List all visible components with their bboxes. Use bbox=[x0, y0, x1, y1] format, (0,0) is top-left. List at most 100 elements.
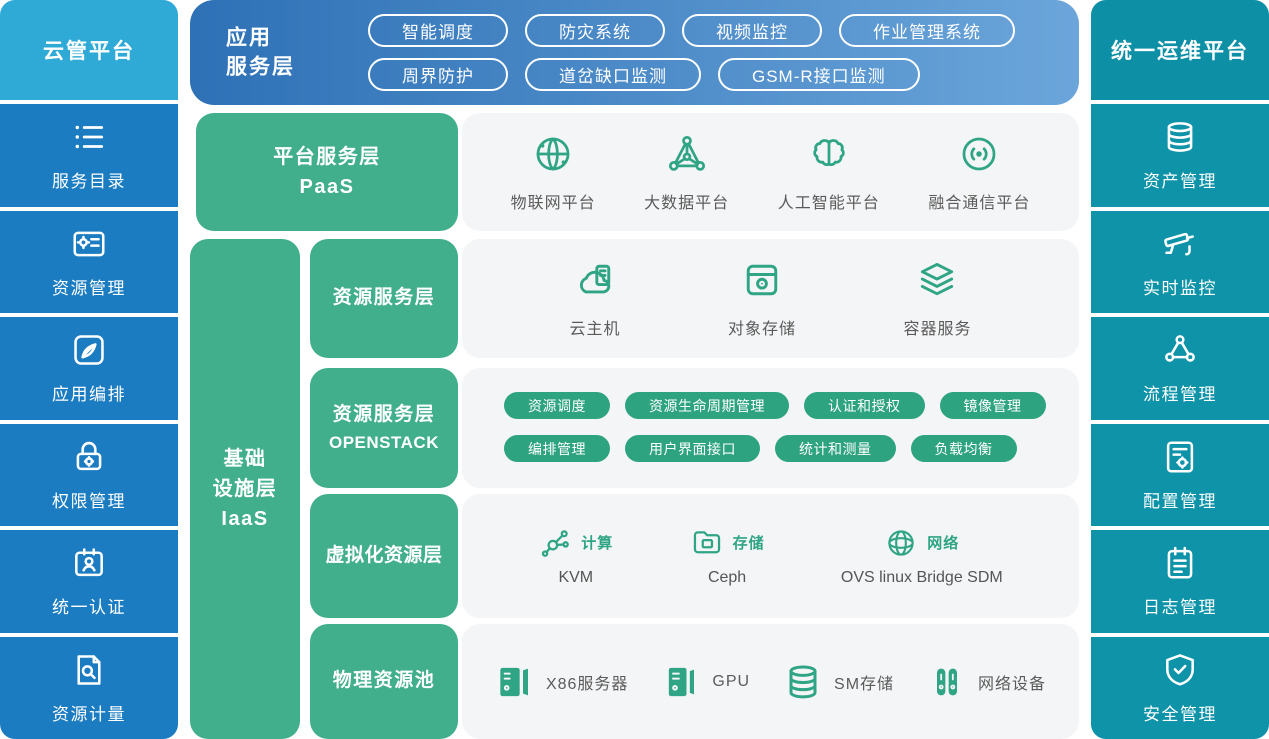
rs-item-label: 云主机 bbox=[569, 321, 621, 338]
pill-video-surveillance: 视频监控 bbox=[682, 14, 822, 47]
catalog-list-icon bbox=[70, 118, 108, 156]
sidebar-item-label: 资产管理 bbox=[1143, 172, 1217, 192]
phys-item-label: 网络设备 bbox=[977, 675, 1046, 693]
physical-panel: X86服务器 GPU SM存储 网络设备 bbox=[462, 624, 1079, 739]
sidebar-item-app-orchestration: 应用编排 bbox=[0, 317, 178, 420]
compute-molecule-icon bbox=[538, 526, 572, 560]
asset-database-icon bbox=[1161, 118, 1199, 156]
container-layers-icon bbox=[915, 258, 959, 302]
virt-item-ovs: 网络 OVS linux Bridge SDM bbox=[841, 526, 1003, 587]
log-notebook-icon bbox=[1161, 544, 1199, 582]
iaas-title-line1: 基础 bbox=[223, 448, 267, 470]
virt-tag-compute: 计算 bbox=[581, 535, 614, 552]
sidebar-item-unified-auth: 统一认证 bbox=[0, 530, 178, 633]
object-storage-icon bbox=[740, 258, 784, 302]
sidebar-item-label: 流程管理 bbox=[1143, 385, 1217, 405]
iot-globe-icon bbox=[531, 132, 575, 176]
openstack-title-line1: 资源服务层 bbox=[332, 404, 436, 425]
sidebar-item-label: 应用编排 bbox=[52, 385, 126, 405]
id-card-icon bbox=[70, 544, 108, 582]
paas-title-line1: 平台服务层 bbox=[273, 146, 381, 168]
pill-perimeter-protection: 周界防护 bbox=[368, 58, 508, 91]
sidebar-item-asset-management: 资产管理 bbox=[1091, 104, 1269, 207]
sidebar-item-label: 服务目录 bbox=[52, 172, 126, 192]
sidebar-item-label: 实时监控 bbox=[1143, 278, 1217, 298]
rs-item-object-storage: 对象存储 bbox=[728, 258, 796, 339]
paas-item-label: 人工智能平台 bbox=[777, 194, 880, 212]
paas-item-communication: 融合通信平台 bbox=[928, 132, 1030, 213]
virt-name-kvm: KVM bbox=[558, 568, 594, 586]
rs-item-label: 容器服务 bbox=[903, 321, 972, 338]
phys-item-label: GPU bbox=[712, 672, 751, 690]
sidebar-item-security-management: 安全管理 bbox=[1091, 636, 1269, 739]
app-layer-title: 应用 服务层 bbox=[226, 23, 295, 82]
bigdata-nodes-icon bbox=[665, 132, 709, 176]
x86-server-icon bbox=[495, 662, 535, 702]
sidebar-item-label: 安全管理 bbox=[1143, 704, 1217, 724]
network-device-icon bbox=[927, 662, 967, 702]
iaas-title-line3: IaaS bbox=[221, 508, 269, 530]
config-doc-gear-icon bbox=[1161, 438, 1199, 476]
resource-management-icon bbox=[70, 225, 108, 263]
openstack-pill-row-2: 编排管理 用户界面接口 统计和测量 负载均衡 bbox=[504, 435, 1017, 462]
iaas-title-line2: 设施层 bbox=[212, 478, 278, 500]
os-pill-resource-scheduling: 资源调度 bbox=[504, 392, 610, 419]
gpu-icon bbox=[661, 662, 701, 702]
sidebar-item-realtime-monitoring: 实时监控 bbox=[1091, 210, 1269, 313]
pill-switch-gap-monitoring: 道岔缺口监测 bbox=[525, 58, 701, 91]
rs-item-cloud-host: 云主机 bbox=[569, 258, 620, 339]
openstack-title-line2: OPENSTACK bbox=[329, 432, 439, 452]
resource-service-panel: 云主机 对象存储 容器服务 bbox=[462, 239, 1079, 358]
app-pill-row-1: 智能调度 防灾系统 视频监控 作业管理系统 bbox=[368, 14, 1015, 47]
sidebar-item-log-management: 日志管理 bbox=[1091, 530, 1269, 633]
pill-job-management: 作业管理系统 bbox=[839, 14, 1015, 47]
sidebar-item-label: 日志管理 bbox=[1143, 598, 1217, 618]
phys-item-x86: X86服务器 bbox=[495, 662, 628, 702]
os-pill-load-balancing: 负载均衡 bbox=[910, 435, 1017, 462]
rs-item-container-service: 容器服务 bbox=[903, 258, 971, 339]
virtualization-title: 虚拟化资源层 bbox=[325, 544, 443, 566]
os-pill-stats-metering: 统计和测量 bbox=[775, 435, 896, 462]
paas-layer-box: 平台服务层 PaaS bbox=[196, 113, 458, 231]
sidebar-item-permission-management: 权限管理 bbox=[0, 423, 178, 526]
cloud-platform-title: 云管平台 bbox=[0, 0, 178, 100]
paas-panel: 物联网平台 大数据平台 人工智能平台 融合通信平台 bbox=[462, 113, 1079, 231]
resource-service-title: 资源服务层 bbox=[332, 287, 436, 309]
sidebar-item-label: 资源计量 bbox=[52, 704, 126, 724]
paas-item-iot: 物联网平台 bbox=[511, 132, 596, 213]
sidebar-item-label: 配置管理 bbox=[1143, 491, 1217, 511]
phys-item-network: 网络设备 bbox=[927, 662, 1046, 702]
app-pill-row-2: 周界防护 道岔缺口监测 GSM-R接口监测 bbox=[368, 58, 920, 91]
pill-smart-dispatch: 智能调度 bbox=[368, 14, 508, 47]
virt-item-kvm: 计算 KVM bbox=[538, 526, 613, 587]
virt-name-ovs: OVS linux Bridge SDM bbox=[840, 568, 1003, 586]
pill-disaster-prevention: 防灾系统 bbox=[525, 14, 665, 47]
unified-ops-title: 统一运维平台 bbox=[1091, 0, 1269, 100]
app-layer-title-line1: 应用 bbox=[226, 26, 272, 50]
sidebar-item-label: 统一认证 bbox=[52, 598, 126, 618]
security-shield-icon bbox=[1161, 651, 1199, 689]
app-layer-title-line2: 服务层 bbox=[226, 55, 295, 79]
openstack-panel: 资源调度 资源生命周期管理 认证和授权 镜像管理 编排管理 用户界面接口 统计和… bbox=[462, 368, 1079, 488]
phys-item-label: SM存储 bbox=[834, 675, 895, 693]
resource-service-layer-box: 资源服务层 bbox=[310, 239, 458, 358]
os-pill-image-management: 镜像管理 bbox=[939, 392, 1046, 419]
sidebar-item-resource-metering: 资源计量 bbox=[0, 636, 178, 739]
physical-resource-pool-box: 物理资源池 bbox=[310, 624, 458, 739]
iaas-layer-box: 基础 设施层 IaaS bbox=[190, 239, 300, 739]
virt-tag-network: 网络 bbox=[927, 535, 960, 552]
virt-item-ovs-top: 网络 bbox=[884, 526, 959, 560]
flow-nodes-icon bbox=[1161, 331, 1199, 369]
virt-item-ceph: 存储 Ceph bbox=[690, 526, 765, 587]
paas-title-line2: PaaS bbox=[299, 176, 355, 198]
cctv-camera-icon bbox=[1161, 225, 1199, 263]
virtualization-panel: 计算 KVM 存储 Ceph 网络 OVS linux Bridge SDM bbox=[462, 494, 1079, 618]
sidebar-item-service-catalog: 服务目录 bbox=[0, 104, 178, 207]
network-globe-icon bbox=[884, 526, 918, 560]
cloud-management-sidebar: 云管平台 服务目录 资源管理 应用编排 权限管理 统一认证 资源计量 bbox=[0, 0, 178, 739]
orchestration-pen-icon bbox=[70, 331, 108, 369]
openstack-pill-row-1: 资源调度 资源生命周期管理 认证和授权 镜像管理 bbox=[504, 392, 1046, 419]
architecture-main: 应用 服务层 智能调度 防灾系统 视频监控 作业管理系统 周界防护 道岔缺口监测… bbox=[190, 0, 1079, 739]
paas-item-label: 物联网平台 bbox=[510, 194, 596, 212]
phys-item-sm-storage: SM存储 bbox=[783, 662, 894, 702]
